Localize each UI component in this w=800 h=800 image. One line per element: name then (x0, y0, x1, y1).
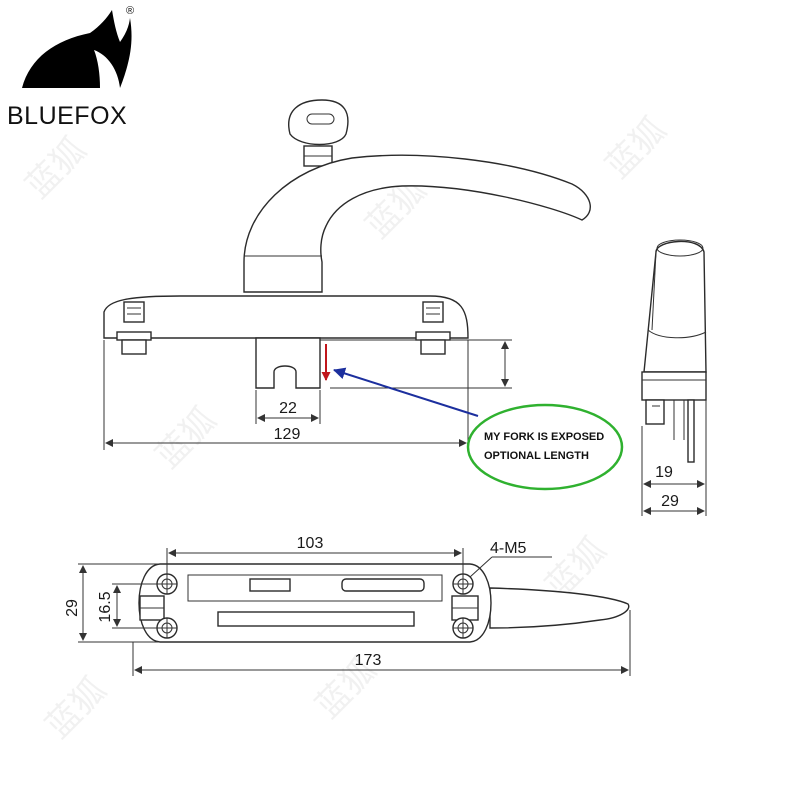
dimension-hole-spacing: 103 (297, 535, 324, 552)
handle-lever (243, 154, 591, 293)
front-view: 22 129 (103, 99, 591, 450)
screw-hole-bottom-right (452, 617, 474, 639)
fox-head-icon (22, 10, 132, 88)
dimension-side-29: 29 (661, 493, 679, 510)
watermark-text-5: 蓝狐 (598, 110, 674, 186)
base-plate (103, 295, 469, 339)
watermark-text-2: 蓝狐 (148, 400, 224, 476)
screw-hole-bottom-left (156, 617, 178, 639)
side-view: 19 29 (641, 239, 707, 516)
exposed-length-callout: MY FORK IS EXPOSED OPTIONAL LENGTH (333, 367, 624, 491)
key-icon (288, 99, 349, 167)
callout-pointer-arrow (333, 367, 479, 417)
fork (255, 337, 321, 389)
registered-mark: ® (126, 5, 134, 17)
dimension-total-length: 173 (355, 652, 382, 669)
screw-left (116, 301, 152, 355)
dimension-fork-width: 22 (279, 400, 297, 417)
brand-logo: BLUEFOX ® (7, 5, 134, 130)
bottom-base-plate (138, 563, 492, 643)
watermark-text-1: 蓝狐 (18, 130, 94, 206)
watermark-text-6: 蓝狐 (38, 670, 114, 746)
brand-name: BLUEFOX (7, 102, 127, 130)
callout-line-1: MY FORK IS EXPOSED (484, 431, 604, 443)
dimension-side-19: 19 (655, 464, 673, 481)
bottom-view: 103 4-M5 29 16.5 173 (64, 535, 631, 676)
screw-hole-top-left (156, 573, 178, 595)
dimension-overall-length: 129 (274, 426, 301, 443)
callout-line-2: OPTIONAL LENGTH (484, 450, 589, 462)
screw-spec-label: 4-M5 (490, 540, 527, 557)
screw-right (415, 301, 451, 355)
callout-bubble (466, 403, 624, 491)
dimension-plate-width: 29 (64, 599, 81, 617)
dimension-hole-pitch: 16.5 (97, 591, 114, 622)
